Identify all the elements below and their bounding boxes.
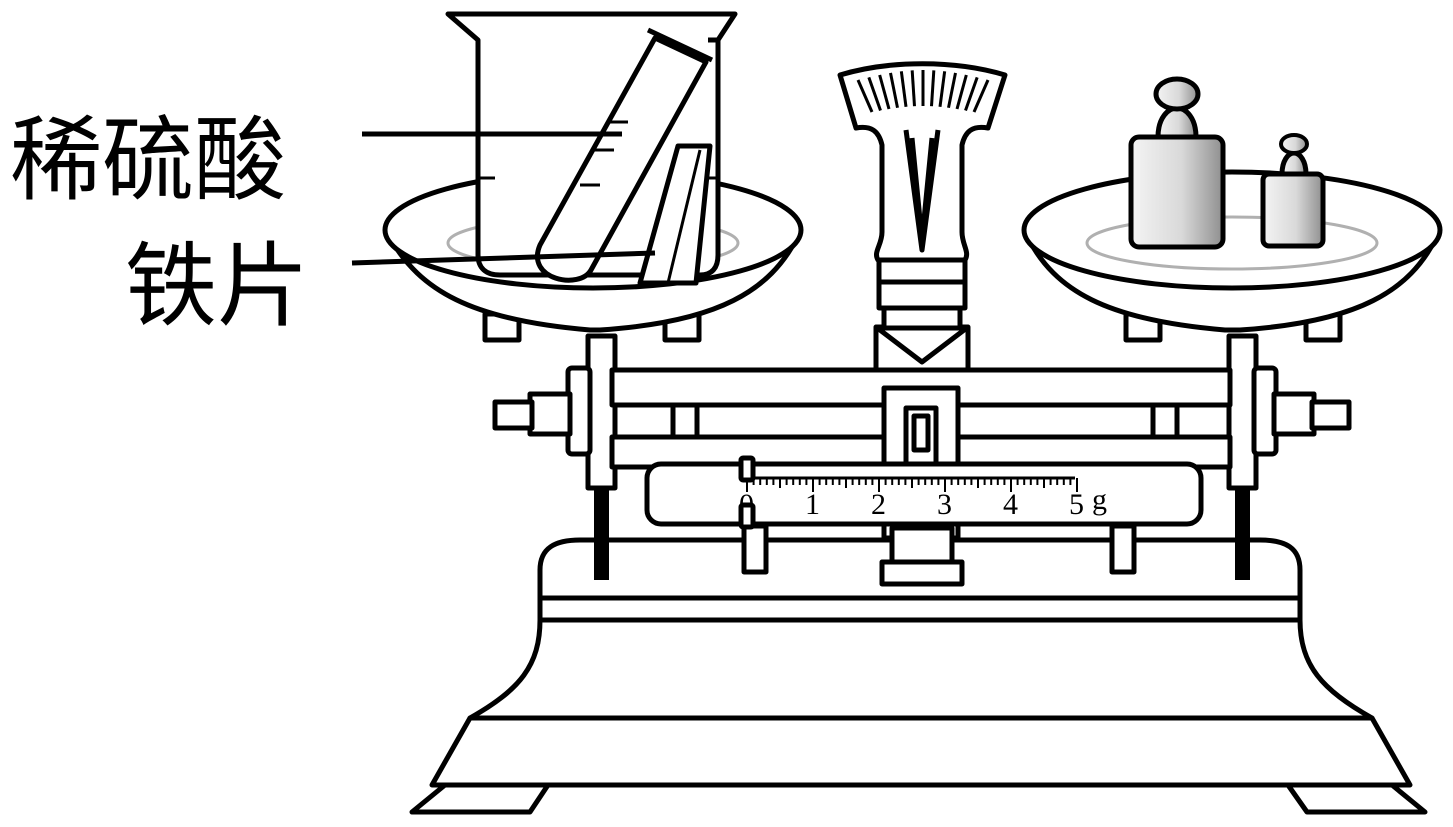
iron-strip <box>637 143 713 286</box>
large-weight <box>1128 76 1226 250</box>
rider-scale: 012345 g <box>644 461 1204 527</box>
scale-ticks <box>746 478 1078 492</box>
dial-tick <box>930 70 936 107</box>
dial-tick <box>856 79 874 113</box>
dial-tick <box>899 71 908 107</box>
small-weight <box>1260 133 1326 249</box>
dial-tick <box>938 71 947 107</box>
pointer-dial-ticks <box>856 70 990 113</box>
acid-label: 稀硫酸 <box>10 107 286 214</box>
scale-number-2: 2 <box>871 488 886 521</box>
dial-tick <box>878 74 891 110</box>
pointer-dial <box>837 61 1008 263</box>
acid-label-group: 稀硫酸 <box>10 107 622 214</box>
dial-tick <box>867 76 882 111</box>
dial-tick <box>955 74 968 110</box>
center-column <box>873 255 971 587</box>
rider[interactable] <box>738 455 756 530</box>
scale-unit: g <box>1092 483 1107 516</box>
iron-label: 铁片 <box>125 233 309 340</box>
dial-tick <box>910 70 916 107</box>
dial-tick <box>947 72 957 109</box>
iron-label-group: 铁片 <box>125 233 656 340</box>
right-pan <box>1021 169 1443 343</box>
scale-number-4: 4 <box>1003 488 1018 521</box>
dial-tick <box>964 76 979 111</box>
scale-number-3: 3 <box>937 488 952 521</box>
dial-tick <box>889 72 899 109</box>
scale-number-5: 5 <box>1069 488 1084 521</box>
dial-tick <box>972 79 990 113</box>
scale-number-1: 1 <box>805 488 820 521</box>
